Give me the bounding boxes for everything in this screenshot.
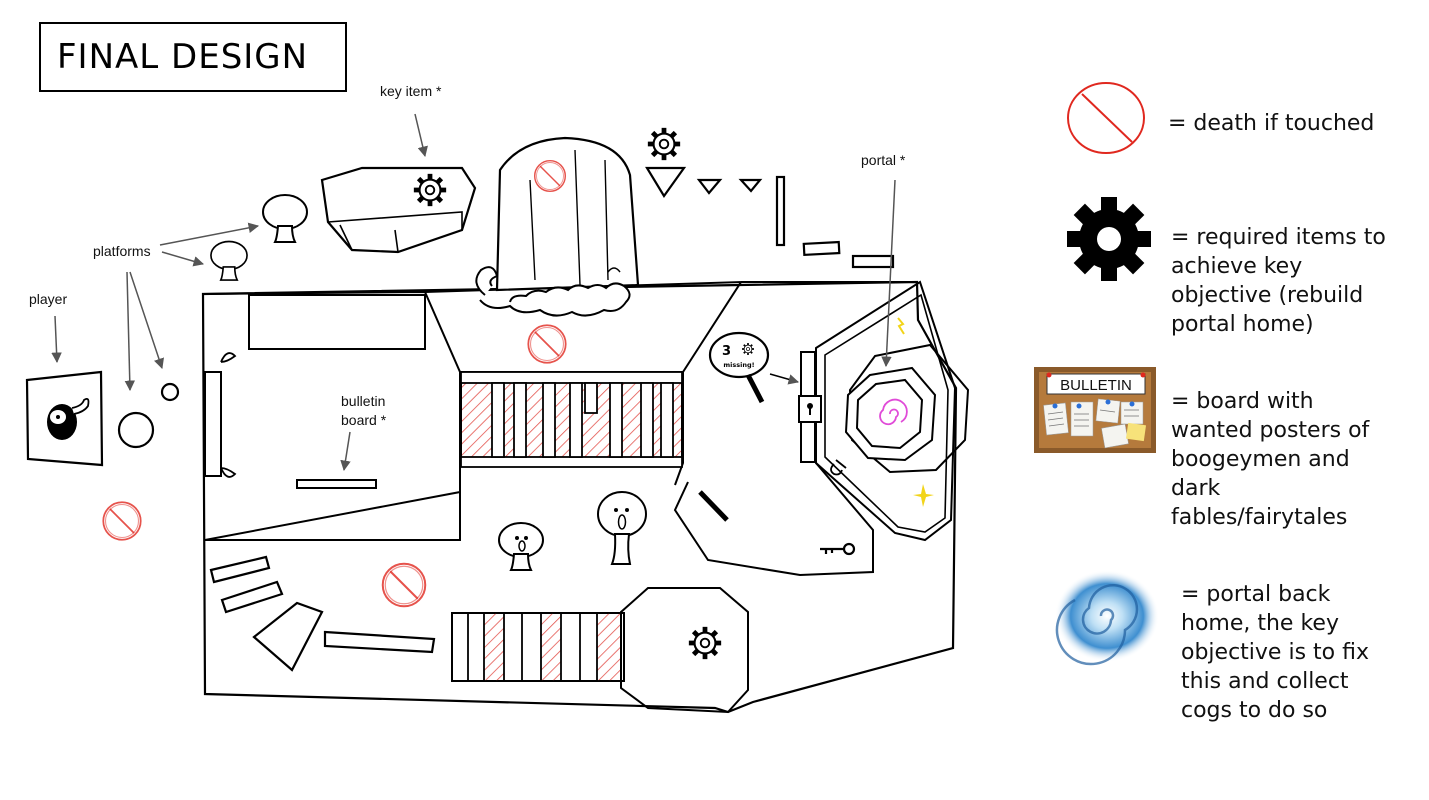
portal bbox=[846, 345, 968, 472]
player-label: player bbox=[29, 291, 67, 307]
legend-bulletin: = board with wanted posters of boogeymen… bbox=[1171, 387, 1369, 532]
bulletin-board-platform bbox=[297, 480, 376, 488]
key-item-label: key item * bbox=[380, 83, 442, 99]
platforms-label: platforms bbox=[93, 243, 151, 259]
legend-portal: = portal back home, the key objective is… bbox=[1181, 580, 1369, 725]
left-room bbox=[203, 292, 460, 540]
danger-icon bbox=[528, 325, 565, 362]
danger-legend-icon bbox=[1064, 80, 1150, 158]
cog-icon-top bbox=[648, 128, 680, 160]
cogs-missing-count: 3 bbox=[722, 344, 731, 359]
bulletin-board-label: bulletinboard * bbox=[341, 393, 387, 428]
legend-cog: = required items to achieve key objectiv… bbox=[1171, 223, 1386, 339]
round-platform-small bbox=[162, 384, 178, 400]
key-icon bbox=[820, 544, 854, 554]
cog-icon-bottom bbox=[689, 627, 721, 659]
portal-legend-icon bbox=[1052, 566, 1162, 666]
missing-label: missing! bbox=[723, 361, 754, 369]
legend-death: = death if touched bbox=[1168, 109, 1374, 138]
cogs-missing-sign: 3 missing! bbox=[710, 333, 798, 402]
mushroom-creature-tall bbox=[598, 492, 646, 564]
mushroom-creature-small bbox=[499, 523, 543, 570]
cog-room bbox=[621, 588, 748, 712]
danger-icon bbox=[103, 502, 140, 539]
player-spawn bbox=[27, 372, 102, 465]
bulletin-board-icon: BULLETIN bbox=[1033, 366, 1157, 454]
cog-legend-icon bbox=[1066, 196, 1152, 282]
danger-icon bbox=[383, 564, 426, 607]
bottom-hazard-pillars bbox=[452, 613, 624, 681]
bulletin-sign-text: BULLETIN bbox=[1060, 377, 1132, 394]
mushroom-platform-2 bbox=[211, 242, 247, 281]
round-platform-large bbox=[119, 413, 153, 447]
mushroom-platform-1 bbox=[263, 195, 307, 242]
key-item-platform bbox=[322, 168, 475, 252]
portal-label: portal * bbox=[861, 152, 906, 168]
